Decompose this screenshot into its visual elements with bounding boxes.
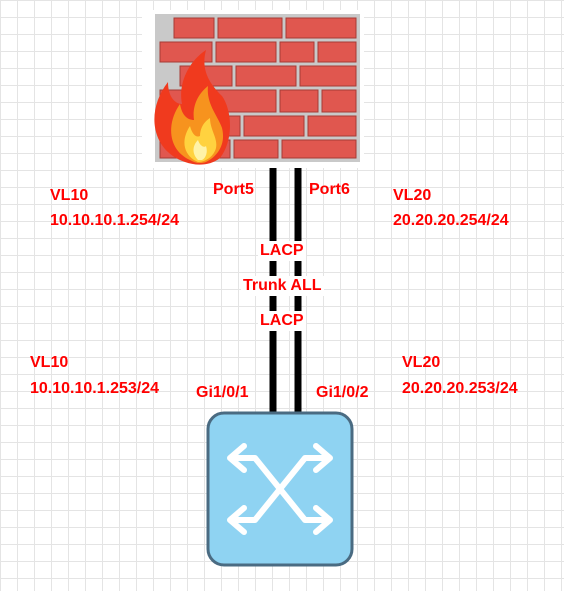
firewall-left-ip: 10.10.10.1.254/24 <box>50 212 180 229</box>
firewall-port6-label: Port6 <box>309 181 350 198</box>
firewall-right-ip: 20.20.20.254/24 <box>393 212 509 229</box>
switch-gi101-label: Gi1/0/1 <box>196 384 249 401</box>
switch-icon <box>206 411 354 567</box>
firewall-port5-label: Port5 <box>213 181 254 198</box>
trunk-all-label: Trunk ALL <box>241 276 324 296</box>
lacp-top-label: LACP <box>258 241 306 261</box>
switch-right-ip: 20.20.20.253/24 <box>402 380 518 397</box>
switch-gi102-label: Gi1/0/2 <box>316 384 369 401</box>
switch-left-ip: 10.10.10.1.253/24 <box>30 380 160 397</box>
firewall-right-vlan: VL20 <box>393 187 432 204</box>
firewall-left-vlan: VL10 <box>50 187 89 204</box>
switch-left-vlan: VL10 <box>30 354 69 371</box>
switch-right-vlan: VL20 <box>402 354 441 371</box>
firewall-icon <box>142 10 364 168</box>
lacp-bottom-label: LACP <box>258 311 306 331</box>
